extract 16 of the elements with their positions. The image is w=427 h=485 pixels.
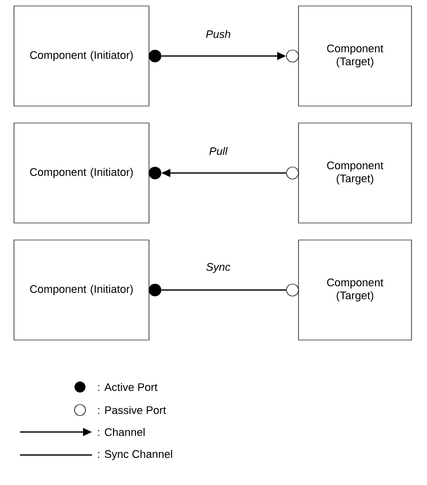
legend-text: : Channel [98, 428, 145, 436]
component-box: Component (Initiator) [14, 122, 150, 224]
component-box: Component (Initiator) [14, 6, 150, 106]
edge-label: Sync [206, 263, 230, 273]
component-box: Component (Target) [298, 6, 412, 106]
component-box: Component (Target) [298, 240, 412, 340]
legend-text: : Passive Port [98, 406, 166, 414]
edge-label: Push [206, 30, 230, 38]
legend-text: : Active Port [98, 382, 158, 392]
component-box: Component (Target) [298, 122, 412, 224]
component-box: Component (Initiator) [14, 240, 150, 340]
channel-arrow [148, 284, 299, 296]
legend-text: : Sync Channel [98, 450, 172, 460]
edge-label: Pull [209, 146, 228, 156]
channel-arrow [148, 166, 299, 180]
channel-arrow [148, 50, 299, 62]
